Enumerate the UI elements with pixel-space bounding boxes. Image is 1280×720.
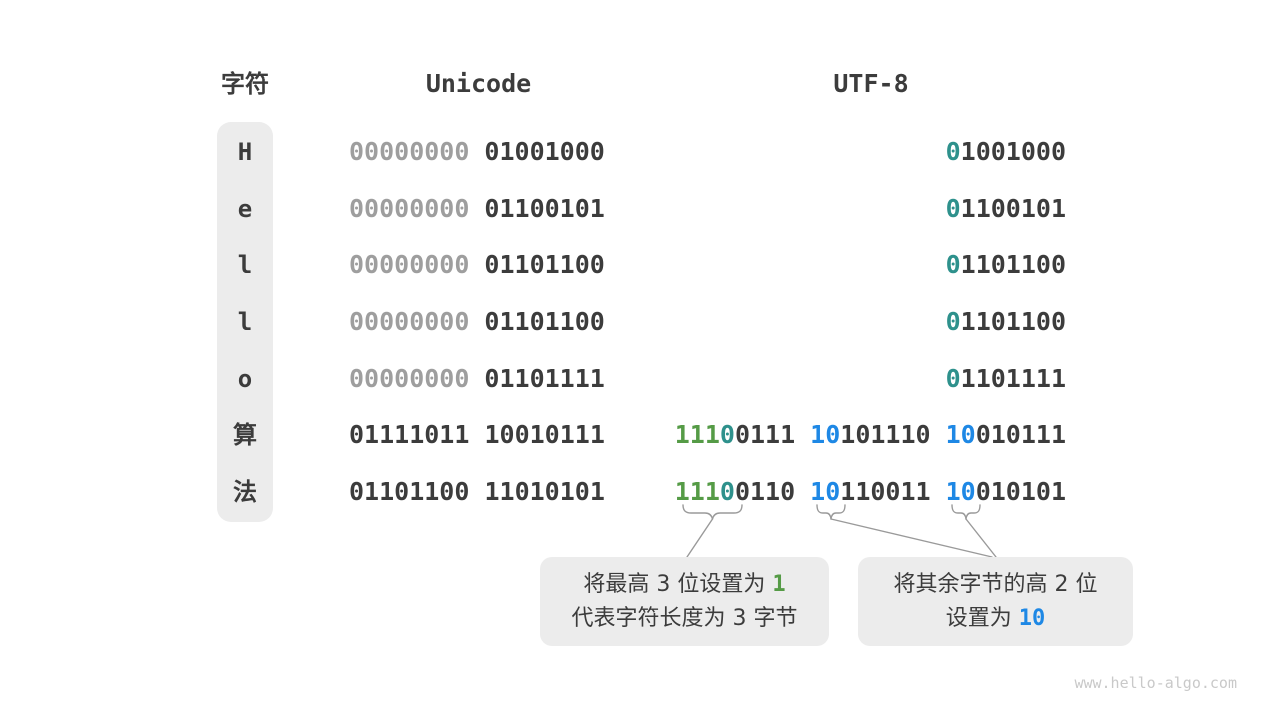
callout-left-line1: 将最高 3 位设置为 1 (540, 568, 829, 602)
callout-text: 设置为 (945, 606, 1019, 631)
character-column-panel (217, 122, 273, 522)
unicode-high-byte: 00000000 (349, 194, 470, 223)
unicode-low-byte: 01101111 (484, 364, 605, 393)
char-cell-suan: 算 (233, 421, 257, 449)
underbrace-continuation-2 (951, 504, 981, 520)
brace-connectors (682, 504, 997, 558)
utf8-payload-bits: 0111 (734, 420, 796, 449)
utf8-payload-bits: 110011 (840, 477, 931, 506)
unicode-value: 00000000 01101100 (349, 249, 605, 281)
pointer-line-left (686, 518, 714, 558)
unicode-value: 00000000 01001000 (349, 136, 605, 168)
callout-continuation-bits: 将其余字节的高 2 位 设置为 10 (858, 557, 1133, 646)
utf8-payload-bits: 1001000 (960, 137, 1066, 166)
char-cell-l1: l (237, 251, 253, 279)
unicode-high-byte: 00000000 (349, 307, 470, 336)
utf8-continuation-prefix: 10 (810, 420, 841, 449)
utf8-value: 01100101 (946, 193, 1066, 225)
utf8-value: 01101111 (946, 363, 1066, 395)
utf8-value: 01001000 (946, 136, 1066, 168)
callout-left-line2: 代表字符长度为 3 字节 (571, 606, 798, 631)
unicode-low-byte: 01101100 (484, 250, 605, 279)
header-utf8: UTF-8 (833, 69, 909, 98)
utf8-prefix-bit: 0 (945, 364, 961, 393)
utf8-length-bits: 111 (674, 477, 720, 506)
utf8-terminator-bit: 0 (719, 477, 735, 506)
utf8-prefix-bit: 0 (945, 194, 961, 223)
utf8-value: 01101100 (946, 306, 1066, 338)
unicode-value: 00000000 01100101 (349, 193, 605, 225)
utf8-prefix-bit: 0 (945, 250, 961, 279)
utf8-prefix-bit: 0 (945, 137, 961, 166)
utf8-continuation-prefix: 10 (810, 477, 841, 506)
char-cell-o: o (237, 365, 253, 393)
utf8-payload-bits: 101110 (840, 420, 931, 449)
watermark: www.hello-algo.com (1074, 674, 1237, 692)
header-character: 字符 (221, 70, 269, 98)
utf8-payload-bits: 010101 (975, 477, 1066, 506)
char-cell-l2: l (237, 308, 253, 336)
utf8-continuation-prefix: 10 (945, 420, 976, 449)
utf8-payload-bits: 1101100 (960, 307, 1066, 336)
utf8-prefix-bit: 0 (945, 307, 961, 336)
utf8-payload-bits: 1100101 (960, 194, 1066, 223)
unicode-high-byte: 00000000 (349, 364, 470, 393)
pointer-line-right (965, 518, 997, 558)
unicode-low-byte: 01101100 (484, 307, 605, 336)
pointer-line-mid (830, 518, 993, 558)
utf8-payload-bits: 1101111 (960, 364, 1066, 393)
callout-right-line2: 设置为 10 (858, 602, 1133, 636)
unicode-value: 01101100 11010101 (349, 477, 605, 506)
callout-length-bits: 将最高 3 位设置为 1 代表字符长度为 3 字节 (540, 557, 829, 646)
underbrace-length-bits (682, 504, 743, 520)
utf8-terminator-bit: 0 (719, 420, 735, 449)
utf8-value: 01101100 (946, 249, 1066, 281)
unicode-low-byte: 01001000 (484, 137, 605, 166)
utf8-payload-bits: 0110 (734, 477, 796, 506)
unicode-high-byte: 00000000 (349, 137, 470, 166)
highlight-ten: 10 (1018, 606, 1046, 631)
unicode-value: 00000000 01101100 (349, 306, 605, 338)
underbrace-continuation-1 (816, 504, 846, 520)
utf8-payload-bits: 1101100 (960, 250, 1066, 279)
utf8-length-bits: 111 (674, 420, 720, 449)
callout-right-line1: 将其余字节的高 2 位 (893, 572, 1098, 597)
unicode-high-byte: 00000000 (349, 250, 470, 279)
highlight-one: 1 (772, 572, 786, 597)
char-cell-H: H (237, 138, 253, 166)
char-cell-e: e (237, 195, 253, 223)
char-cell-fa: 法 (233, 478, 257, 506)
header-unicode: Unicode (425, 69, 532, 98)
utf8-continuation-prefix: 10 (945, 477, 976, 506)
unicode-low-byte: 01100101 (484, 194, 605, 223)
unicode-value: 00000000 01101111 (349, 363, 605, 395)
unicode-value: 01111011 10010111 (349, 420, 605, 449)
callout-text: 将最高 3 位设置为 (583, 572, 773, 597)
utf8-payload-bits: 010111 (975, 420, 1066, 449)
